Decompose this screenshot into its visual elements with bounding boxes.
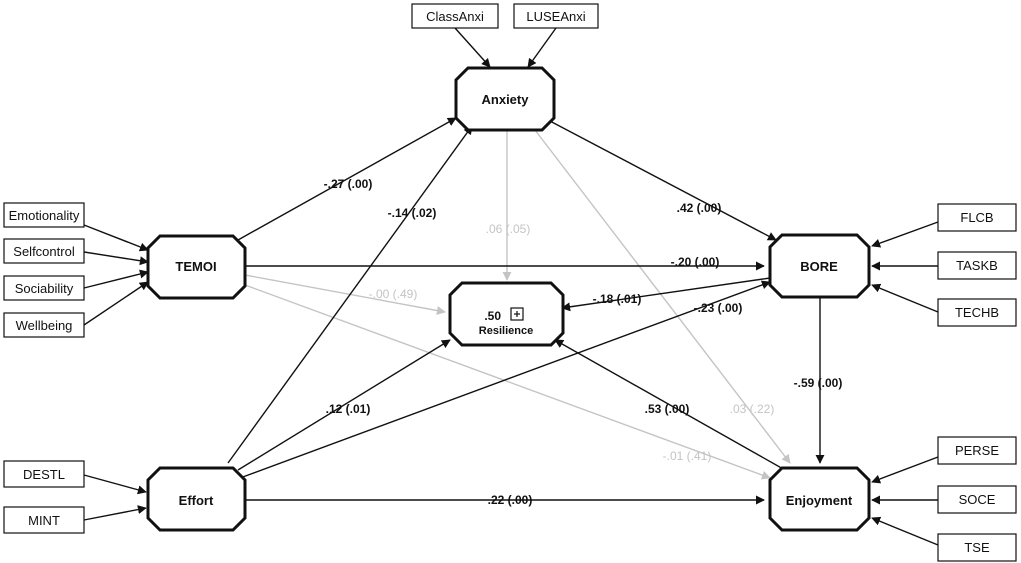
path-bore-resilience bbox=[561, 277, 771, 312]
indicator-techb-label: TECHB bbox=[955, 305, 999, 320]
path-effort-anxiety bbox=[227, 125, 473, 464]
coef-temoi-resilience: -.00 (.49) bbox=[369, 287, 418, 301]
coef-effort-resilience: .12 (.01) bbox=[326, 402, 371, 416]
coef-effort-enjoyment: .22 (.00) bbox=[488, 493, 533, 507]
path-temoi-anxiety bbox=[237, 117, 457, 241]
path-resilience-enjoyment bbox=[554, 339, 786, 471]
indicator-soce-label: SOCE bbox=[959, 492, 996, 507]
coef-bore-enjoyment: -.59 (.00) bbox=[794, 376, 843, 390]
path-anxiety-bore bbox=[547, 119, 777, 241]
arrow-wellbeing-temoi bbox=[83, 281, 149, 326]
indicator-flcb: FLCB bbox=[937, 203, 1017, 232]
indicator-selfcontrol: Selfcontrol bbox=[3, 238, 85, 264]
path-effort-resilience bbox=[237, 339, 451, 471]
indicator-mint: MINT bbox=[3, 506, 85, 534]
indicator-taskb: TASKB bbox=[937, 251, 1017, 280]
latent-resilience: .50 Resilience bbox=[448, 281, 565, 347]
indicator-flcb-label: FLCB bbox=[960, 210, 993, 225]
latent-effort: Effort bbox=[146, 466, 247, 532]
indicator-perse-label: PERSE bbox=[955, 443, 999, 458]
indicator-perse: PERSE bbox=[937, 436, 1017, 465]
latent-temoi: TEMOI bbox=[146, 234, 247, 300]
indicator-wellbeing: Wellbeing bbox=[3, 312, 85, 338]
path-effort-bore bbox=[239, 280, 771, 479]
arrow-flcb-bore bbox=[871, 221, 939, 248]
indicator-wellbeing-label: Wellbeing bbox=[16, 318, 73, 333]
latent-resilience-label: Resilience bbox=[479, 325, 533, 337]
arrow-techb-bore bbox=[871, 283, 939, 313]
path-temoi-resilience bbox=[244, 274, 446, 315]
expand-plus-icon[interactable] bbox=[510, 307, 524, 321]
indicator-classanxi: ClassAnxi bbox=[411, 3, 499, 29]
coef-resilience-enjoyment: .53 (.00) bbox=[645, 402, 690, 416]
arrow-selfcontrol-temoi bbox=[83, 251, 149, 266]
indicator-sociability-label: Sociability bbox=[15, 281, 74, 296]
coef-bore-resilience: -.18 (.01) bbox=[593, 292, 642, 306]
arrow-perse-enjoyment bbox=[871, 456, 939, 484]
arrow-destl-effort bbox=[83, 474, 147, 495]
coef-anxiety-enjoyment: .03 (.22) bbox=[730, 402, 775, 416]
coef-effort-anxiety: -.14 (.02) bbox=[388, 206, 437, 220]
resilience-r2-value: .50 bbox=[484, 309, 501, 323]
indicator-emotionality: Emotionality bbox=[3, 202, 85, 228]
latent-temoi-label: TEMOI bbox=[175, 259, 216, 274]
indicator-luseanxi: LUSEAnxi bbox=[513, 3, 599, 29]
indicator-tse: TSE bbox=[937, 533, 1017, 562]
coef-temoi-enjoyment: -.01 (.41) bbox=[663, 449, 712, 463]
path-temoi-enjoyment bbox=[244, 284, 771, 480]
indicator-tse-label: TSE bbox=[964, 540, 990, 555]
latent-effort-label: Effort bbox=[179, 493, 214, 508]
arrow-mint-effort bbox=[83, 505, 147, 521]
latent-enjoyment: Enjoyment bbox=[768, 466, 871, 532]
indicator-destl: DESTL bbox=[3, 460, 85, 488]
arrow-emotionality-temoi bbox=[83, 224, 149, 252]
indicator-selfcontrol-label: Selfcontrol bbox=[13, 244, 75, 259]
latent-enjoyment-label: Enjoyment bbox=[786, 493, 853, 508]
coef-anxiety-bore: .42 (.00) bbox=[677, 201, 722, 215]
indicator-emotionality-label: Emotionality bbox=[9, 208, 80, 223]
indicator-luseanxi-label: LUSEAnxi bbox=[526, 9, 585, 24]
arrow-tse-enjoyment bbox=[871, 516, 939, 546]
latent-anxiety: Anxiety bbox=[454, 66, 556, 132]
latent-bore: BORE bbox=[768, 233, 871, 299]
arrow-classanxi-anxiety bbox=[454, 27, 491, 68]
indicator-taskb-label: TASKB bbox=[956, 258, 998, 273]
arrow-sociability-temoi bbox=[83, 269, 149, 289]
coef-effort-bore: -.23 (.00) bbox=[694, 301, 743, 315]
indicator-classanxi-label: ClassAnxi bbox=[426, 9, 484, 24]
coef-anxiety-resilience: .06 (.05) bbox=[486, 222, 531, 236]
latent-bore-label: BORE bbox=[800, 259, 838, 274]
latent-anxiety-label: Anxiety bbox=[482, 92, 530, 107]
indicator-soce: SOCE bbox=[937, 485, 1017, 514]
indicator-techb: TECHB bbox=[937, 298, 1017, 327]
coef-temoi-bore: -.20 (.00) bbox=[671, 255, 720, 269]
indicator-sociability: Sociability bbox=[3, 275, 85, 301]
indicator-destl-label: DESTL bbox=[23, 467, 65, 482]
indicator-mint-label: MINT bbox=[28, 513, 60, 528]
arrow-luseanxi-anxiety bbox=[527, 27, 557, 68]
coef-temoi-anxiety: -.27 (.00) bbox=[324, 177, 373, 191]
path-anxiety-enjoyment bbox=[534, 129, 791, 464]
